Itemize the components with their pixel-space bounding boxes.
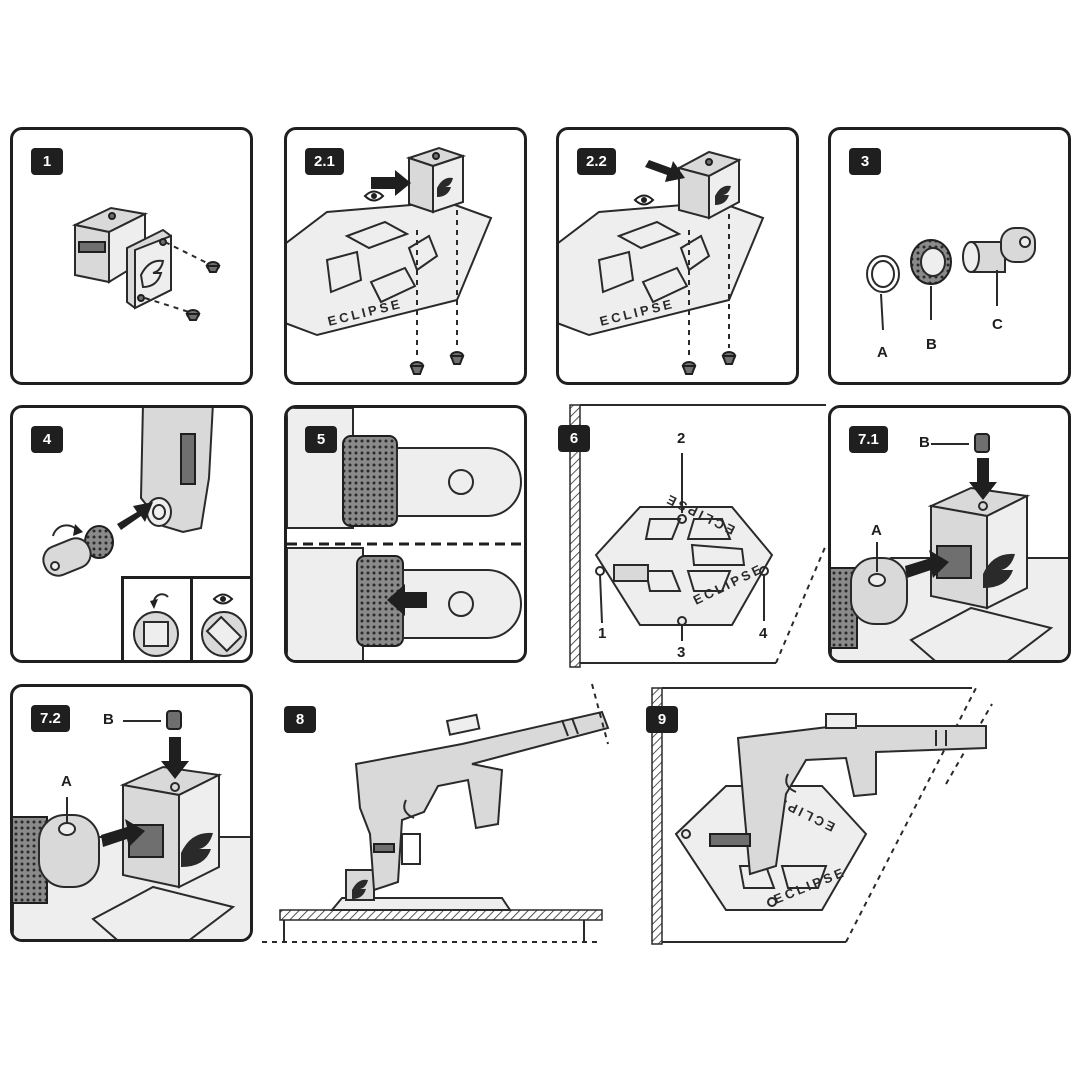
step-2-1-panel: 2.1 ECLIPSE [284,127,527,385]
step-number-badge: 2.2 [577,148,616,175]
step-8-panel: 8 [262,683,612,946]
eye-icon [633,194,655,206]
marker-gun-icon [709,713,987,876]
step-5-panel: 5 [284,405,527,663]
part-label-b: B [919,434,930,451]
marker-gun-icon [354,710,610,892]
step-number-badge: 1 [31,148,63,175]
screw-icon [185,309,201,321]
screw-icon [681,361,697,375]
arrow-icon [387,584,427,616]
step-number-badge: 6 [558,425,590,452]
step-1-panel: 1 [10,127,253,385]
step-2-2-panel: 2.2 ECLIPSE [556,127,799,385]
adapter-parts-illustration [866,227,1036,331]
step-number-badge: 7.1 [849,426,888,453]
screw-icon [205,261,221,273]
step-number-badge: 3 [849,148,881,175]
hole-label-2: 2 [677,430,686,447]
arrow-icon [645,160,685,182]
arrow-icon [969,458,997,500]
mount-block-disassembly-illustration [71,206,221,321]
step-3-panel: 3 A B C [828,127,1071,385]
step-4-panel: 4 [10,405,253,663]
screw-icon [721,351,737,365]
step-7-1-panel: 7.1 A B [828,405,1071,663]
eye-icon [212,593,234,605]
wall-surface [651,687,663,945]
hole-label-3: 3 [677,644,686,661]
tighten-adapter-illustration [287,408,524,660]
hole-label-4: 4 [759,625,768,642]
arrow-icon [161,737,189,779]
arrow-icon [101,819,145,847]
gun-on-stand-illustration [262,683,610,943]
part-label-a: A [61,773,72,790]
arrow-icon [371,170,411,196]
step-9-panel: 9 ECLIPSE ECLIPSE [646,684,996,946]
orientation-detail [133,593,247,657]
orientation-inset [121,576,250,660]
screw-icon [449,351,465,365]
part-label-c: C [992,316,1003,333]
step-7-2-panel: 7.2 A B [10,684,253,942]
step-number-badge: 4 [31,426,63,453]
part-label-b: B [103,711,114,728]
screw-icon [409,361,425,375]
hole-label-1: 1 [598,625,607,642]
set-screw-install-alt-illustration [13,710,250,939]
shelf-surface [279,909,603,921]
wall-surface [569,404,581,668]
rotate-icon [73,524,83,536]
mount-to-plate-alternate-illustration: ECLIPSE [559,150,765,375]
adapter-install-illustration [42,408,214,577]
step-number-badge: 2.1 [305,148,344,175]
step-number-badge: 5 [305,426,337,453]
arrow-icon [905,550,949,578]
step-number-badge: 8 [284,706,316,733]
part-label-a: A [877,344,888,361]
gun-on-wall-illustration: ECLIPSE ECLIPSE [651,687,993,945]
part-label-a: A [871,522,882,539]
eye-icon [363,190,385,202]
set-screw-install-illustration [831,433,1068,660]
wall-plate-hole-diagram: ECLIPSE ECLIPSE [569,404,827,668]
arrow-icon [117,502,153,530]
step-number-badge: 7.2 [31,705,70,732]
step-6-panel: 6 ECLIPSE ECLIPSE 1 2 3 4 [556,404,827,668]
mount-to-plate-illustration: ECLIPSE [287,146,493,375]
part-label-b: B [926,336,937,353]
rotate-icon [150,599,158,609]
step-number-badge: 9 [646,706,678,733]
